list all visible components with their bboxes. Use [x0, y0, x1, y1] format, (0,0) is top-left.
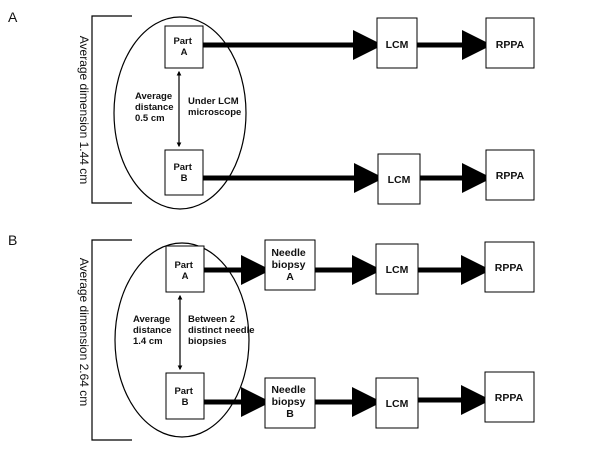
- panel-a: A Average dimension 1.44 cm Part A Part …: [8, 9, 535, 210]
- panel-b-rppa-top-box: [484, 241, 535, 293]
- panel-b-letter: B: [8, 232, 17, 248]
- panel-a-rppa-top-label: RPPA: [496, 39, 525, 51]
- panel-a-lcm-bottom-label: LCM: [388, 174, 411, 186]
- panel-b-rppa-bottom-label: RPPA: [495, 392, 524, 404]
- panel-a-rppa-bottom-box: [485, 149, 535, 201]
- panel-b-lcm-bottom-label: LCM: [386, 398, 409, 410]
- panel-a-dimension-bracket: [91, 15, 132, 204]
- panel-a-rppa-top-box: [485, 17, 535, 69]
- panel-a-lcm-bottom-box: [377, 153, 421, 205]
- panel-b-lcm-top-box: [375, 243, 419, 295]
- panel-b-needle-a-label: Needle biopsy A: [271, 247, 308, 283]
- panel-b-distance-label: Average distance 1.4 cm: [133, 314, 174, 347]
- panel-b-needle-a-box: [264, 239, 316, 291]
- panel-a-letter: A: [8, 9, 18, 25]
- panel-a-dimension-label: Average dimension 1.44 cm: [77, 36, 91, 185]
- panel-a-part-a-label: Part A: [173, 36, 194, 58]
- panel-a-lcm-top-label: LCM: [386, 39, 409, 51]
- panel-b-lcm-bottom-box: [375, 377, 419, 429]
- panel-a-distance-label: Average distance 0.5 cm: [135, 91, 176, 124]
- panel-b-dimension-bracket: [91, 239, 132, 441]
- panel-b-part-a-label: Part A: [174, 260, 195, 282]
- panel-a-lcm-top-box: [376, 17, 418, 69]
- panel-a-part-b-box: [164, 149, 204, 196]
- panel-b-part-a-box: [165, 245, 205, 293]
- panel-b-tissue-oval: [114, 242, 250, 438]
- panel-a-tissue-oval: [113, 16, 247, 210]
- panel-b-method-label: Between 2 distinct needle biopsies: [188, 314, 257, 347]
- panel-b-needle-b-label: Needle biopsy B: [271, 384, 308, 420]
- panel-b-rppa-top-label: RPPA: [495, 262, 524, 274]
- panel-b-rppa-bottom-box: [484, 371, 535, 423]
- panel-a-part-b-label: Part B: [173, 162, 194, 184]
- panel-a-rppa-bottom-label: RPPA: [496, 170, 525, 182]
- panel-b-part-b-label: Part B: [174, 386, 195, 408]
- panel-a-part-a-box: [164, 25, 204, 69]
- panel-b-lcm-top-label: LCM: [386, 264, 409, 276]
- panel-b-dimension-label: Average dimension 2.64 cm: [77, 258, 91, 407]
- panel-b: B Average dimension 2.64 cm Part A Part …: [8, 232, 535, 441]
- panel-a-method-label: Under LCM microscope: [188, 96, 241, 118]
- panel-b-part-b-box: [165, 372, 205, 420]
